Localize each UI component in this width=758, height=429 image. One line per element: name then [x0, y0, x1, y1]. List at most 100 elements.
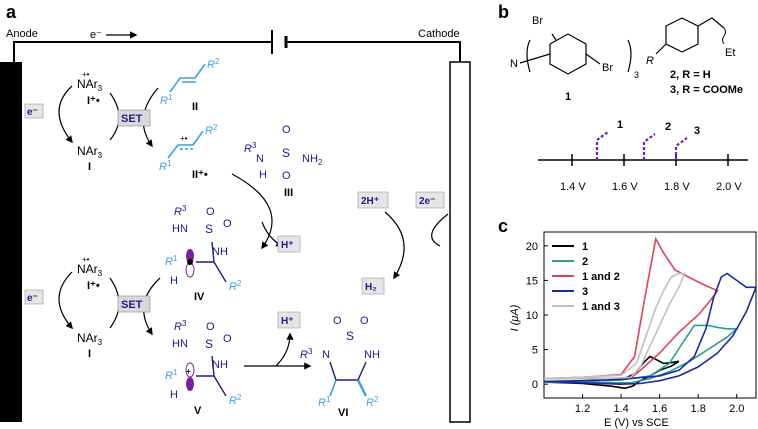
y-axis-label: I (μA): [509, 304, 521, 331]
svg-text:VI: VI: [338, 407, 348, 419]
scale-tick-1.8: 1.8 V: [664, 181, 690, 193]
compound-2-3-structure: R Et 2, R = H 3, R = COOMe: [646, 17, 743, 96]
x-tick-label: 1.4: [613, 403, 628, 415]
svg-text:O: O: [282, 170, 291, 182]
svg-text:H: H: [170, 389, 178, 401]
h2-text: H₂: [365, 282, 377, 293]
sulfamide-III: O O S N R3 H NH2 III: [244, 124, 323, 199]
svg-text:Br: Br: [532, 15, 543, 27]
cathode-electron-arrow: [431, 213, 449, 247]
svg-text:O: O: [360, 315, 369, 327]
y-tick-label: 0: [532, 379, 538, 391]
electron-flow-label: e⁻: [90, 29, 102, 41]
marker-3-label: 3: [694, 125, 700, 137]
x-tick-label: 1.8: [691, 403, 706, 415]
lower-cycle: +• NAr3 I⁺• NAr3 I e⁻ SET: [24, 255, 161, 360]
svg-text:II: II: [192, 101, 198, 113]
marker-2-label: 2: [665, 121, 671, 133]
e-minus-badge-lower: e⁻: [27, 293, 38, 304]
svg-text:O: O: [223, 218, 232, 230]
series-line-3: [543, 272, 758, 386]
legend-label-1: 1: [582, 241, 588, 253]
svg-text:I: I: [88, 348, 91, 360]
svg-text:NAr3: NAr3: [77, 262, 103, 278]
legend-label-1-and-3: 1 and 3: [582, 301, 620, 313]
svg-text:HN: HN: [172, 223, 188, 235]
svg-text:R2: R2: [229, 393, 242, 407]
svg-text:S: S: [205, 337, 213, 351]
svg-text:I⁺•: I⁺•: [87, 280, 100, 292]
svg-text:N: N: [322, 349, 330, 361]
svg-text:O: O: [223, 333, 232, 345]
intermediate-V: R3 HN S O O NH + R1 H R2 V: [165, 319, 242, 417]
two-e-minus-badge: [415, 191, 445, 209]
x-axis-label: E (V) vs SCE: [604, 417, 669, 429]
set-badge-upper: SET: [121, 113, 143, 125]
svg-text:S: S: [346, 329, 354, 343]
scale-tick-2.0: 2.0 V: [716, 181, 742, 193]
y-tick-label: 15: [526, 275, 538, 287]
svg-text:R3: R3: [244, 141, 257, 155]
svg-text:IV: IV: [194, 291, 205, 303]
svg-text:V: V: [194, 405, 202, 417]
two-e-minus-text: 2e⁻: [419, 196, 435, 207]
svg-text:R2: R2: [207, 57, 220, 71]
h-plus-text-lower: H⁺: [281, 316, 294, 327]
svg-text:N: N: [256, 153, 264, 165]
upper-cycle: +• NAr3 I⁺• NAr3 I e⁻ SET: [24, 70, 159, 173]
panel-a-label: a: [6, 2, 17, 22]
svg-text:3: 3: [634, 70, 639, 80]
h2-badge: [361, 277, 385, 295]
legend-label-1-and-2: 1 and 2: [582, 271, 620, 283]
svg-text:R2: R2: [366, 395, 379, 409]
svg-text:S: S: [282, 146, 290, 160]
cathode-electrode: [449, 61, 471, 423]
plot-frame: [543, 231, 757, 399]
svg-text:R: R: [646, 55, 654, 67]
product-VI: O O S N NH R3 R1 R2 VI: [300, 315, 380, 419]
svg-text:R2: R2: [205, 123, 218, 137]
svg-text:R1: R1: [160, 93, 173, 107]
svg-text:R3: R3: [300, 347, 313, 361]
circuit-wire: [13, 41, 461, 62]
svg-text:O: O: [206, 206, 215, 218]
svg-text:S: S: [205, 222, 213, 236]
svg-text:I⁺•: I⁺•: [87, 95, 100, 107]
panel-c-label: c: [498, 216, 508, 236]
svg-text:NAr3: NAr3: [77, 144, 103, 160]
scale-tick-1.6: 1.6 V: [612, 181, 638, 193]
series-line-1-and-2: [543, 236, 719, 380]
anode-label: Anode: [6, 28, 38, 40]
svg-text:NAr3: NAr3: [77, 77, 103, 93]
alkene-II: R1 R2 II: [160, 57, 220, 113]
anode-electrode: [0, 62, 22, 422]
h-plus-text-upper: H⁺: [281, 240, 294, 251]
svg-text:1: 1: [565, 91, 571, 103]
svg-text:NAr3: NAr3: [77, 331, 103, 347]
y-tick-label: 5: [532, 345, 538, 357]
x-tick-label: 2.0: [729, 403, 744, 415]
svg-text:HN: HN: [172, 338, 188, 350]
svg-text:+: +: [186, 367, 191, 376]
proton-loss-arrow-lower: [275, 332, 294, 367]
cathode-label: Cathode: [418, 28, 460, 40]
svg-text:+•: +•: [82, 70, 90, 79]
y-tick-label: 20: [526, 241, 538, 253]
h2-evolution-arrow: [384, 211, 405, 280]
intermediate-IV: R3 HN S O O NH R1 H R2 IV: [165, 204, 242, 303]
svg-text:2, R = H: 2, R = H: [670, 69, 711, 81]
two-h-plus-text: 2H⁺: [361, 196, 379, 207]
e-minus-badge-upper: e⁻: [27, 107, 38, 118]
svg-text:H: H: [170, 275, 178, 287]
svg-text:NH2: NH2: [302, 153, 323, 167]
addition-arrow: [231, 173, 273, 250]
svg-text:I: I: [88, 161, 91, 173]
potential-scale: 1.4 V 1.6 V 1.8 V 2.0 V 1 2 3: [538, 119, 748, 193]
svg-text:NH: NH: [212, 359, 228, 371]
svg-text:+•: +•: [82, 255, 90, 264]
svg-text:R2: R2: [229, 279, 242, 293]
x-tick-label: 1.6: [652, 403, 667, 415]
svg-text:O: O: [333, 315, 342, 327]
